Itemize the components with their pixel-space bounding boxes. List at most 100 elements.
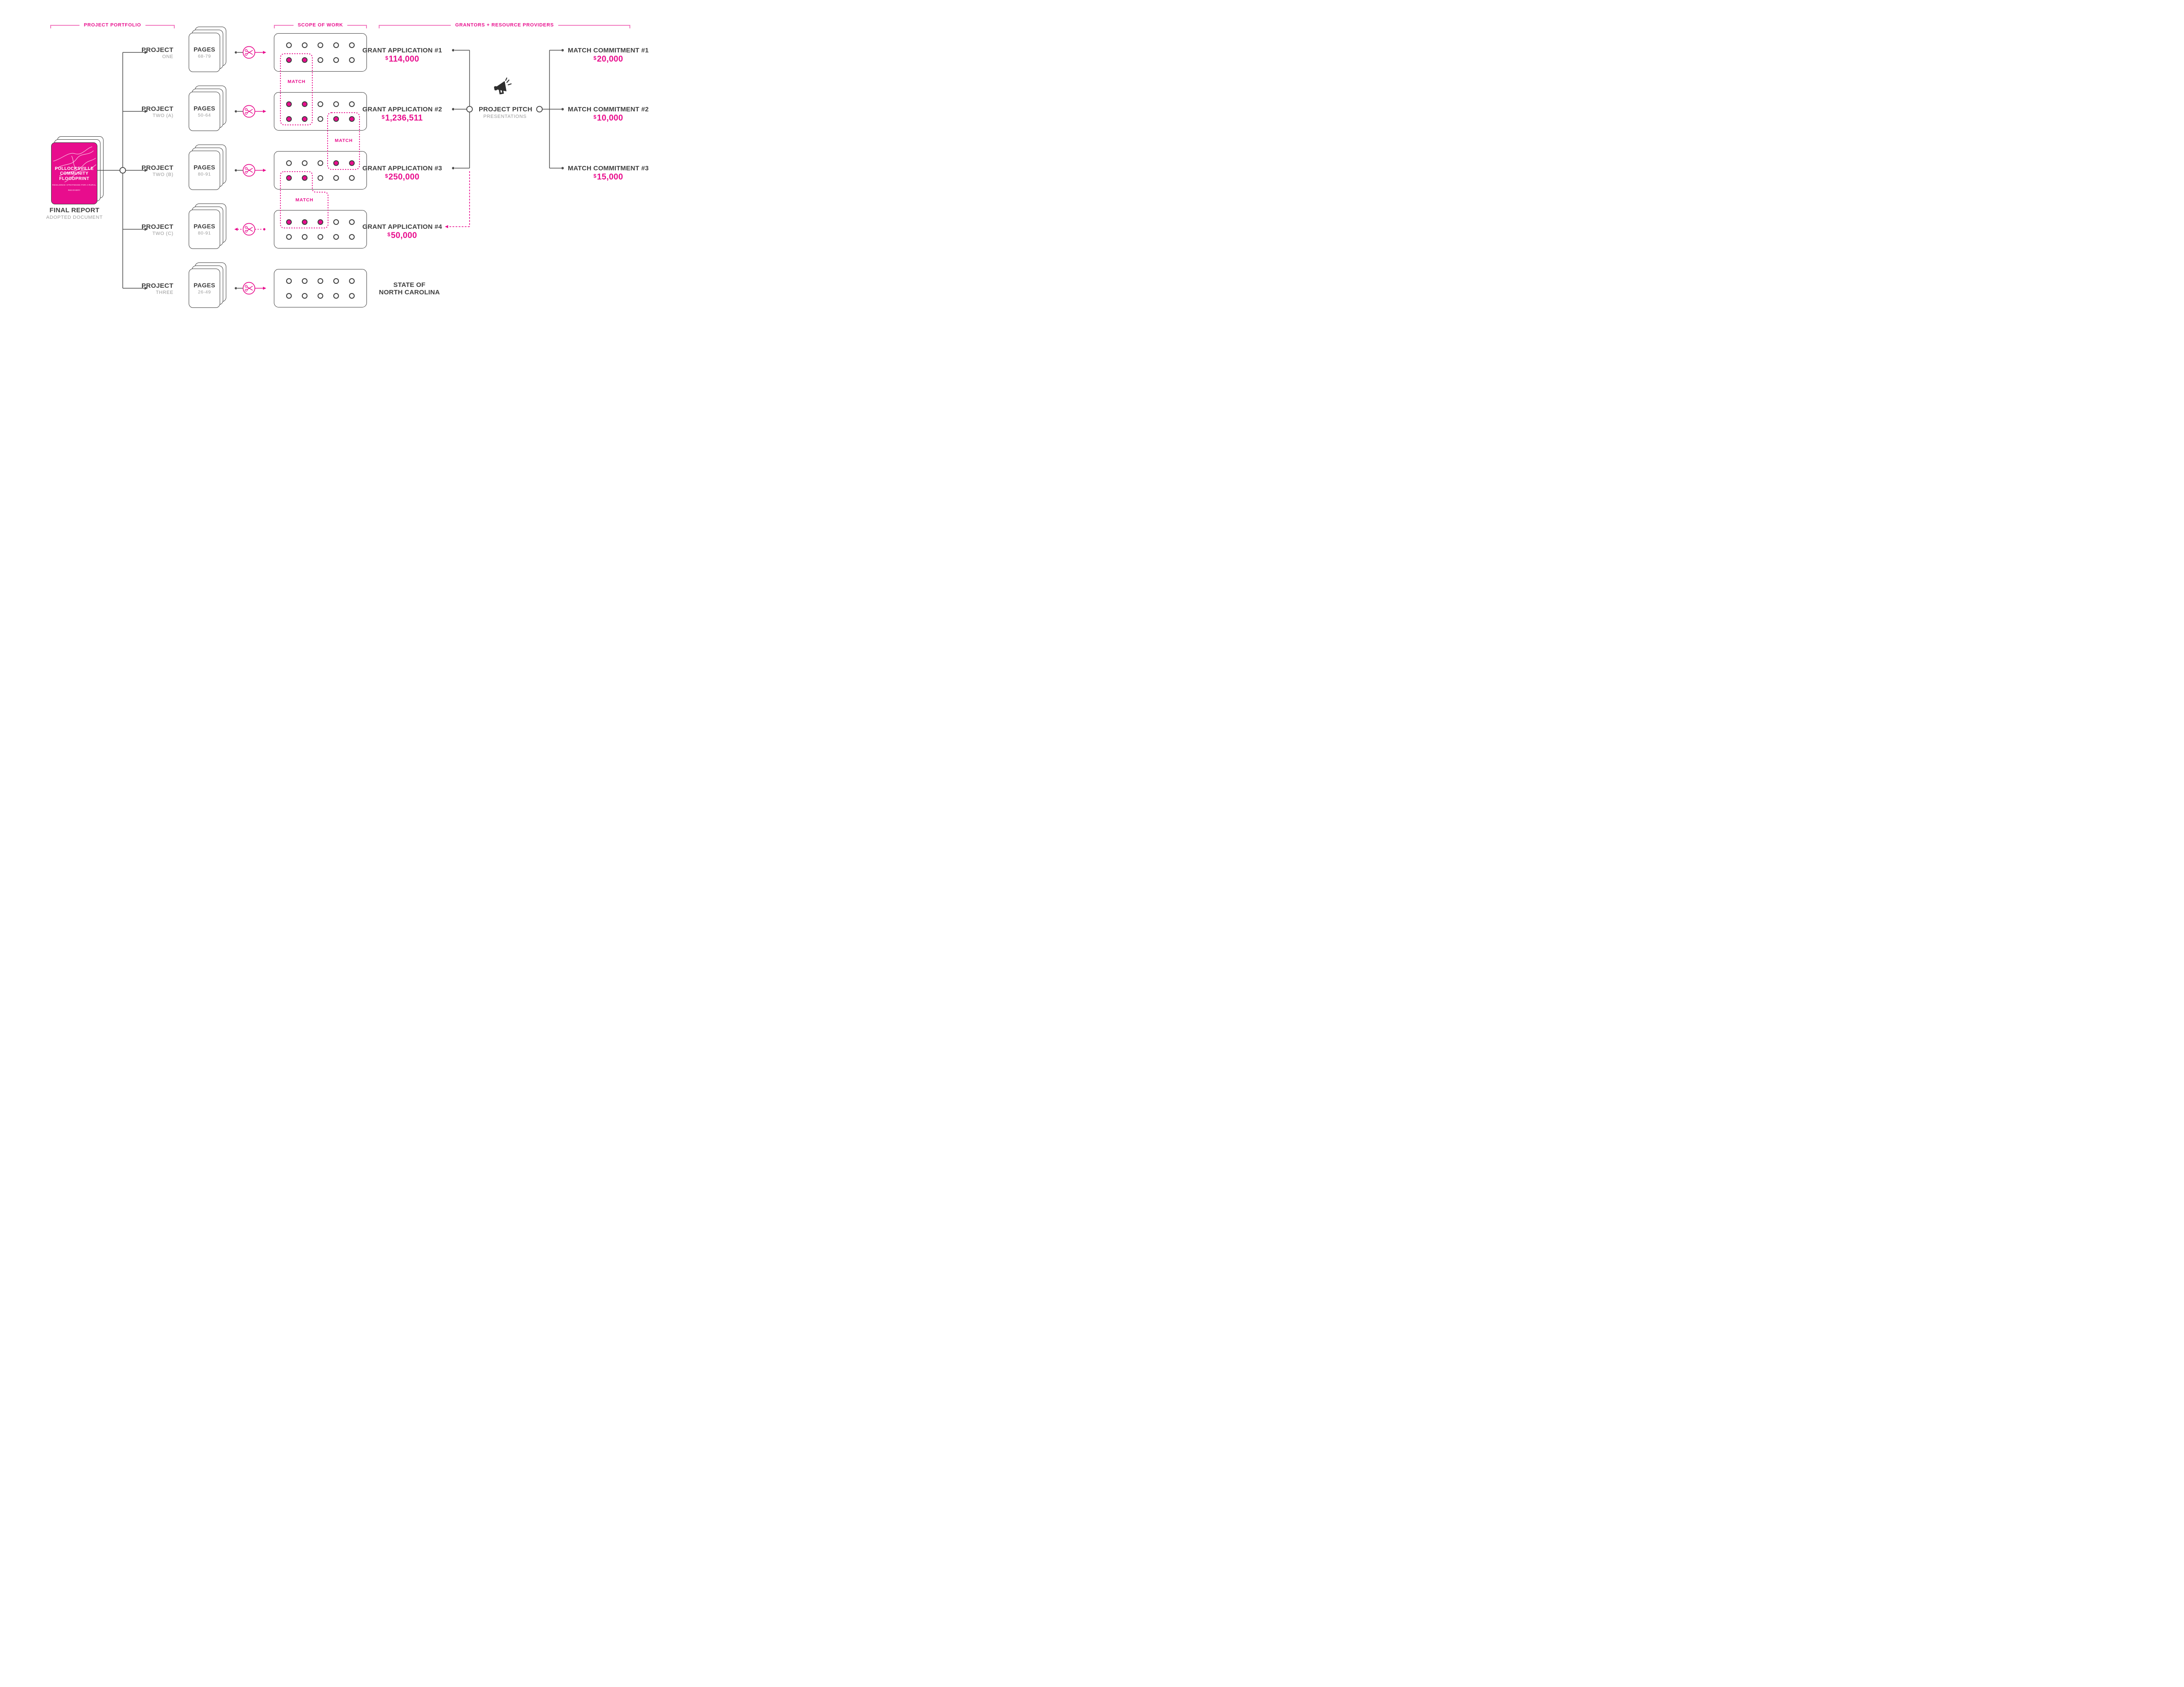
cut-connector-5 <box>235 282 266 295</box>
match-title: MATCH COMMITMENT #1 <box>568 47 649 54</box>
grant-amount-value: 1,236,511 <box>385 114 423 123</box>
section-title-scope: SCOPE OF WORK <box>297 22 343 28</box>
pages-label: PAGES <box>194 105 215 112</box>
project-pitch: PROJECT PITCH PRESENTATIONS <box>479 106 532 119</box>
scope-box-5 <box>274 269 367 307</box>
project-label-two-c: PROJECT TWO (C) <box>131 223 173 237</box>
scope-dot-grid <box>286 160 355 181</box>
final-report-sublabel: ADOPTED DOCUMENT <box>46 215 103 220</box>
bracket-line <box>51 25 79 26</box>
grant4-arrowhead <box>445 225 448 228</box>
bracket-line <box>558 25 629 26</box>
pages-label: PAGES <box>194 164 215 171</box>
match-tag-2: MATCH <box>335 138 353 143</box>
grant-amount-value: 50,000 <box>390 231 417 240</box>
scope-dot-empty <box>318 160 323 166</box>
project-subname: ONE <box>162 54 173 59</box>
scope-dot-empty <box>349 234 355 240</box>
scope-dot-empty <box>318 42 323 48</box>
cover-tagline: RESILIENCE STRATEGIES FOR A RURAL RECOVE… <box>52 184 97 191</box>
scope-dot-filled <box>318 219 323 225</box>
state-line1: STATE OF <box>393 281 426 289</box>
scope-dot-filled <box>286 175 292 181</box>
match-amount: $10,000 <box>568 113 649 124</box>
scope-dot-empty <box>333 219 339 225</box>
scope-dot-empty <box>318 278 323 284</box>
scope-dot-filled <box>302 219 308 225</box>
cut-connector-4-dashed <box>234 223 266 236</box>
cut-connector-1 <box>235 46 266 59</box>
match-amount: $15,000 <box>568 172 649 183</box>
grant-application-1: GRANT APPLICATION #1 $114,000 <box>363 47 442 65</box>
dollar-sign: $ <box>387 231 390 238</box>
scope-dot-empty <box>318 101 323 107</box>
match-amount-value: 15,000 <box>597 172 623 182</box>
pages-range: 50-64 <box>198 113 211 118</box>
pages-stack-two-b: PAGES 80-91 <box>189 145 226 190</box>
scope-dot-empty <box>333 175 339 181</box>
scissors-circle <box>242 282 256 295</box>
match-amount-value: 20,000 <box>597 55 623 64</box>
scope-dot-empty <box>349 175 355 181</box>
scope-dot-empty <box>302 293 308 299</box>
pages-label: PAGES <box>194 223 215 230</box>
scope-dot-filled <box>286 219 292 225</box>
cut-connector-2 <box>235 105 266 118</box>
scope-dot-empty <box>333 278 339 284</box>
bracket-line <box>380 25 451 26</box>
project-name: PROJECT <box>142 46 173 54</box>
project-subname: TWO (B) <box>152 172 173 177</box>
scope-dot-filled <box>286 101 292 107</box>
grant-amount: $50,000 <box>363 231 442 241</box>
grant-application-2: GRANT APPLICATION #2 $1,236,511 <box>363 106 442 124</box>
scope-dot-empty <box>333 57 339 63</box>
scope-dot-empty <box>349 278 355 284</box>
project-label-two-a: PROJECT TWO (A) <box>131 105 173 119</box>
grant-application-3: GRANT APPLICATION #3 $250,000 <box>363 165 442 183</box>
section-header-scope: SCOPE OF WORK <box>274 22 367 30</box>
final-report-label: FINAL REPORT <box>49 207 100 214</box>
final-report-cover: POLLOCKSVILLE COMMUNITY FLOODPRINT RESIL… <box>51 142 97 204</box>
scope-dot-filled <box>286 57 292 63</box>
project-subname: TWO (C) <box>152 231 173 236</box>
scissors-icon <box>245 49 253 56</box>
match-node <box>536 106 543 113</box>
cut-connector-3 <box>235 164 266 177</box>
pages-range: 68-79 <box>198 54 211 59</box>
state-line2: NORTH CAROLINA <box>379 289 440 296</box>
scope-dot-filled <box>302 57 308 63</box>
bracket-line <box>275 25 294 26</box>
dollar-sign: $ <box>381 114 385 120</box>
pages-stack-three: PAGES 26-49 <box>189 262 226 308</box>
pages-card-front: PAGES 80-91 <box>189 151 220 190</box>
grant-title: GRANT APPLICATION #2 <box>362 106 442 113</box>
bracket-tick <box>629 25 630 28</box>
scope-dot-grid <box>286 278 355 299</box>
scope-box-1 <box>274 33 367 72</box>
match-bracket <box>536 49 564 169</box>
project-label-one: PROJECT ONE <box>131 46 173 60</box>
bracket-tick <box>379 25 380 28</box>
scope-dot-empty <box>318 293 323 299</box>
grant-amount: $1,236,511 <box>363 113 442 124</box>
bracket-tick <box>50 25 51 28</box>
match-tag-1: MATCH <box>287 79 306 84</box>
cover-title: POLLOCKSVILLE COMMUNITY FLOODPRINT RESIL… <box>52 166 97 193</box>
bracket-line <box>145 25 174 26</box>
megaphone-icon <box>494 77 512 95</box>
project-name: PROJECT <box>142 164 173 172</box>
scope-dot-empty <box>333 293 339 299</box>
scissors-icon <box>245 108 253 115</box>
project-label-three: PROJECT THREE <box>131 282 173 296</box>
scissors-icon <box>245 285 253 292</box>
scissors-icon <box>245 226 253 233</box>
scope-dot-filled <box>302 116 308 122</box>
dollar-sign: $ <box>593 55 597 61</box>
bracket-line <box>347 25 366 26</box>
grant-application-4: GRANT APPLICATION #4 $50,000 <box>363 223 442 241</box>
match-amount: $20,000 <box>568 54 649 65</box>
pages-card-front: PAGES 68-79 <box>189 33 220 72</box>
pages-card-front: PAGES 80-91 <box>189 210 220 249</box>
bracket-tick <box>366 25 367 28</box>
scope-dot-empty <box>333 42 339 48</box>
